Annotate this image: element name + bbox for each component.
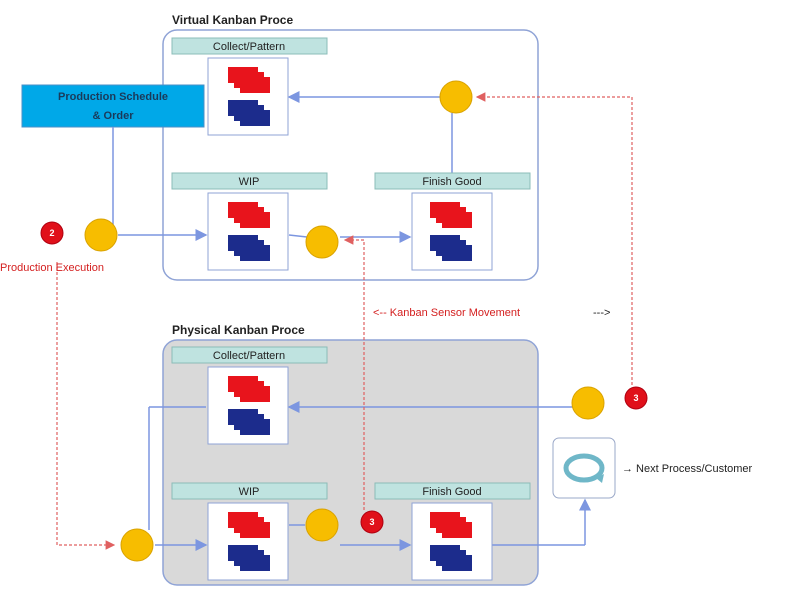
badge-physical-wip-number: 3 (369, 517, 374, 527)
recycle-icon (563, 453, 605, 483)
signal-physical-finish-to-virtual (475, 92, 633, 385)
kanban-post-circle-physical-wip[interactable] (305, 508, 339, 542)
badge-execution (40, 221, 64, 245)
signal-execution-to-physical (56, 262, 116, 550)
virtual-finish-label: Finish Good (422, 176, 481, 188)
kanban-post-circle-physical-entry[interactable] (120, 528, 154, 562)
kanban-card-blue (240, 110, 270, 126)
badge-physical-finish (624, 386, 648, 410)
schedule-line-1: Production Schedule (58, 91, 168, 103)
physical-wip-label: WIP (239, 486, 260, 498)
kanban-card-blue (442, 555, 472, 571)
next-process-box[interactable] (552, 437, 616, 499)
physical-finish-label: Finish Good (422, 486, 481, 498)
kanban-sensor-movement-label: <-- Kanban Sensor Movement (373, 307, 520, 319)
virtual-panel-title: Virtual Kanban Proce (172, 13, 293, 27)
kanban-card-red (240, 386, 270, 402)
virtual-collect-header (171, 37, 328, 55)
physical-wip-header (171, 482, 328, 500)
kanban-card-red (240, 77, 270, 93)
physical-collect-label: Collect/Pattern (213, 350, 285, 362)
kanban-card-blue (240, 245, 270, 261)
badge-execution-number: 2 (49, 228, 54, 238)
badge-physical-wip (360, 510, 384, 534)
next-process-label: → Next Process/Customer (622, 463, 753, 475)
kanban-card-red (240, 212, 270, 228)
kanban-post-circle-physical-finish[interactable] (571, 386, 605, 420)
kanban-card-blue (240, 555, 270, 571)
production-execution-label: Production Execution (0, 262, 104, 274)
kanban-card-blue (240, 419, 270, 435)
signal-physical-wip-to-virtual (343, 235, 365, 510)
kanban-card-blue (442, 245, 472, 261)
kanban-card-red (442, 522, 472, 538)
kanban-post-circle-execution[interactable] (84, 218, 118, 252)
physical-collect-header (171, 346, 328, 364)
kanban-post-circle-virtual-finish[interactable] (439, 80, 473, 114)
schedule-line-2: & Order (93, 110, 135, 122)
kanban-card-red (240, 522, 270, 538)
kanban-post-circle-virtual-wip[interactable] (305, 225, 339, 259)
flow-virtual-wip-to-circle (288, 234, 308, 238)
physical-finish-header (374, 482, 531, 500)
kanban-sensor-movement-end: ---> (593, 307, 610, 319)
virtual-collect-label: Collect/Pattern (213, 41, 285, 53)
virtual-finish-header (374, 172, 531, 190)
virtual-wip-header (171, 172, 328, 190)
badge-physical-finish-number: 3 (633, 393, 638, 403)
virtual-wip-label: WIP (239, 176, 260, 188)
kanban-card-red (442, 212, 472, 228)
physical-panel-title: Physical Kanban Proce (172, 323, 305, 337)
